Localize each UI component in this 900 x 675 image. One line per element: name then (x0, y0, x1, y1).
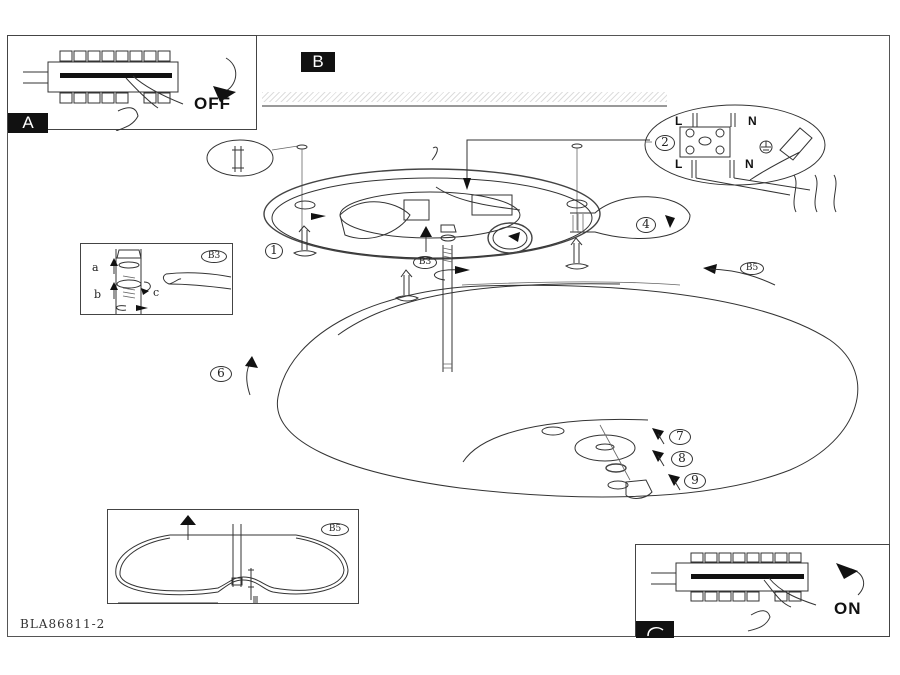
panel-b-tag: B (301, 52, 335, 72)
breaker-on-illustration (651, 552, 865, 632)
ref-b5-label: B5 (740, 262, 764, 275)
wall-plug-callout (206, 139, 274, 177)
inset-b3-title: B3 (201, 250, 227, 263)
connector-block (679, 126, 731, 158)
step-8-number: 8 (671, 451, 693, 467)
panel-c-glyph (647, 627, 664, 637)
step-6-number: 6 (210, 366, 232, 382)
document-code: BLA86811-2 (20, 617, 106, 631)
panel-c-tag (636, 621, 674, 638)
hand-icon (763, 577, 817, 608)
b3-label-a: a (92, 261, 99, 274)
wiring-callout (644, 104, 837, 213)
step-2-number: 2 (655, 135, 675, 151)
turn-off-arrow (225, 57, 237, 92)
breaker-off-illustration (23, 50, 237, 131)
breaker-terminals-top (59, 50, 171, 62)
bulb-icon (570, 196, 691, 239)
screw-icon (293, 225, 317, 257)
panel-a-tag: A (8, 113, 48, 133)
b3-pointer-arrow (420, 226, 432, 237)
inset-b3: B3 a b c (80, 243, 233, 315)
step-9-number: 9 (684, 473, 706, 489)
ceiling-base-plate (263, 146, 601, 260)
terminal-top-n: N (748, 114, 757, 128)
hand-icon (125, 75, 184, 109)
screw-icon (395, 269, 419, 302)
breaker-terminals-bottom (59, 92, 171, 104)
off-label: OFF (194, 94, 231, 113)
bulb-rotate-arrow (665, 215, 675, 228)
finial-9 (625, 479, 653, 499)
b5-shade-section (115, 515, 349, 604)
b3-label-c: c (153, 286, 160, 299)
inset-b5-title: B5 (321, 523, 349, 536)
terminal-bottom-l: L (675, 157, 683, 171)
screw-icon (565, 237, 589, 270)
terminal-bottom-n: N (745, 157, 754, 171)
on-label: ON (834, 599, 862, 618)
step-1-number: 1 (265, 243, 283, 259)
page-frame (7, 35, 890, 637)
wiring-pointer-arrow (463, 178, 471, 190)
inset-b5: B5 (107, 509, 359, 604)
b3-label-b: b (94, 288, 102, 301)
ceiling-hatch (262, 92, 667, 102)
lift-shade-arrow (245, 356, 258, 368)
threaded-rod (440, 224, 457, 372)
step-7-number: 7 (669, 429, 691, 445)
nut-8 (605, 463, 627, 473)
glass-shade (276, 281, 859, 498)
b3-nut-detail (110, 249, 232, 314)
bulb-socket (487, 222, 533, 254)
terminal-block (403, 199, 430, 221)
panel-c-switch-on: ON (635, 544, 890, 638)
terminal-top-l: L (675, 114, 683, 128)
ref-b3-label: B3 (413, 256, 437, 269)
panel-a-switch-off: OFF A (7, 35, 257, 133)
washer-7 (574, 434, 636, 462)
step-4-number: 4 (636, 217, 656, 233)
